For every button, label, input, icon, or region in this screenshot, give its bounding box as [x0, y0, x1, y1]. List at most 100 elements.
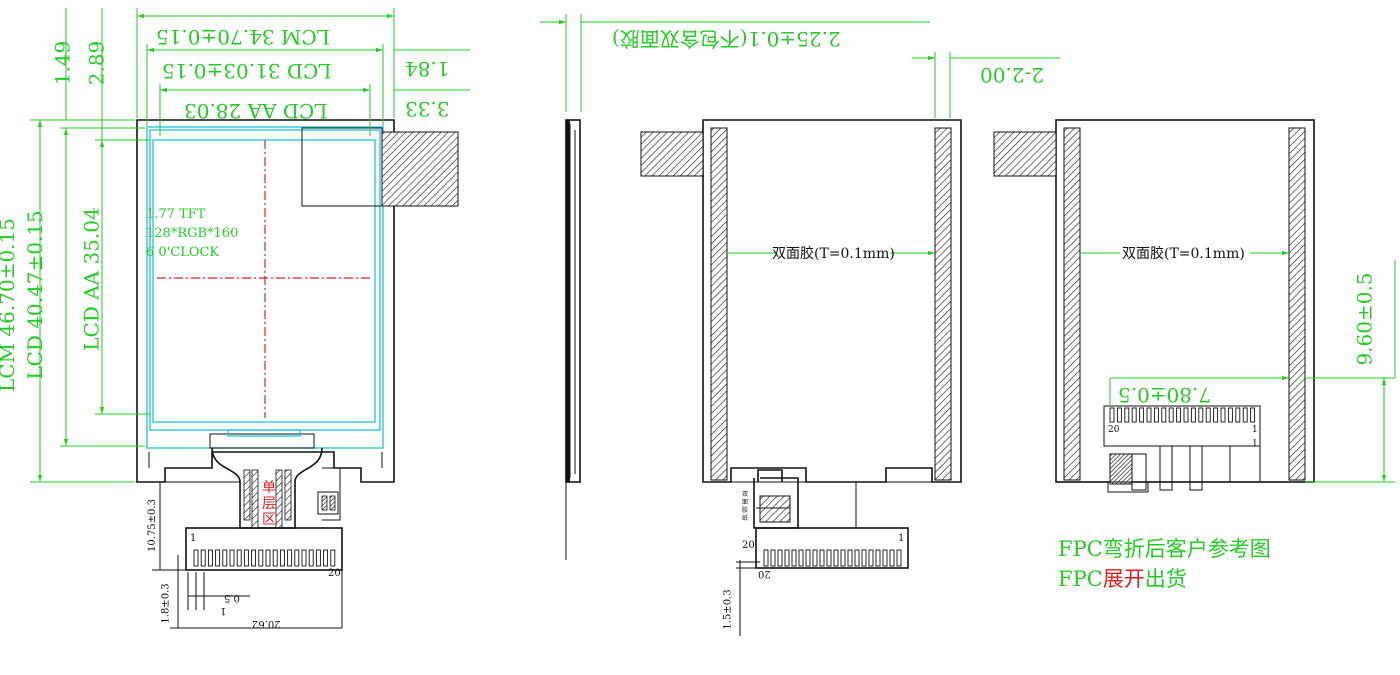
dim-fpc-20-62: 20.62 — [252, 618, 281, 629]
fpc-connector — [185, 527, 343, 571]
single-layer-label-2: 层 — [262, 496, 276, 512]
back-view-bent: 双面胶(T=0.1mm) 双 面 胶 纸 20 1 20 1.5±0.3 — [640, 119, 962, 636]
connector-pin — [301, 549, 307, 567]
single-layer-label-1: 单 — [262, 480, 276, 496]
dim-fpc-10-75: 10.75±0.3 — [147, 499, 158, 552]
pin-1-label-d: 1 — [1252, 439, 1258, 449]
tape-label-2: 双面胶(T=0.1mm) — [1122, 245, 1245, 262]
connector-pin — [229, 549, 235, 567]
dim-lcm-height: LCM 46.70±0.15 — [0, 218, 19, 392]
screen-text-3: 6 0'CLOCK — [146, 245, 219, 260]
dim-1-49: 1.49 — [50, 41, 74, 86]
screen-text-2: 128*RGB*160 — [146, 226, 238, 241]
connector-pin — [847, 549, 853, 567]
dim-thickness: 2.25±0.1(不包含双面胶) — [612, 27, 841, 51]
connector-pin — [763, 549, 769, 567]
fpc-pins — [193, 549, 336, 567]
dim-fpc-0-5: 0.5 — [224, 592, 240, 603]
connector-pin — [1168, 407, 1174, 423]
fpc-tab-hatch — [381, 131, 459, 207]
connector-pin — [1220, 407, 1226, 423]
connector-pin — [1205, 407, 1211, 423]
front-dimensions: LCM 34.70±0.15 LCD 31.03±0.15 LCD AA 28.… — [0, 8, 470, 629]
fpc-pins-unfolded — [1109, 407, 1256, 423]
connector-pin — [1139, 407, 1145, 423]
pin-20-label-d: 20 — [1108, 425, 1120, 435]
pin-1-label-c: 1 — [1252, 425, 1258, 435]
connector-pin — [854, 549, 860, 567]
connector-pin — [812, 549, 818, 567]
note-fpc-highlight: 展开 — [1103, 567, 1145, 591]
back-view-unfolded: 双面胶(T=0.1mm) 20 1 1 9.60±0.5 7.80±0.5 — [993, 119, 1396, 493]
connector-pin — [1213, 407, 1219, 423]
pin-1-label: 1 — [190, 533, 196, 544]
connector-pin — [279, 549, 285, 567]
connector-pin — [868, 549, 874, 567]
dim-7-80: 7.80±0.5 — [1118, 383, 1211, 407]
connector-pin — [1176, 407, 1182, 423]
connector-pin — [265, 549, 271, 567]
pin-20-label: 20 — [328, 568, 341, 579]
connector-pin — [1242, 407, 1248, 423]
connector-pin — [826, 549, 832, 567]
connector-pin — [1250, 407, 1256, 423]
pin-20-label-c: 20 — [758, 568, 771, 579]
note-fpc-prefix: FPC — [1058, 567, 1103, 591]
note-fpc-suffix: 出货 — [1145, 567, 1187, 591]
tape-small-4: 纸 — [742, 514, 748, 522]
dim-lcd-aa-height: LCD AA 35.04 — [80, 207, 104, 350]
connector-pin — [294, 549, 300, 567]
connector-pin — [1153, 407, 1159, 423]
connector-pin — [777, 549, 783, 567]
connector-pin — [287, 549, 293, 567]
connector-pin — [193, 549, 199, 567]
connector-pin — [875, 549, 881, 567]
tape-small-2: 面 — [742, 499, 748, 506]
connector-pin — [222, 549, 228, 567]
connector-pin — [330, 549, 336, 567]
tape-label-1: 双面胶(T=0.1mm) — [772, 245, 895, 262]
connector-pin — [1146, 407, 1152, 423]
fpc-connector-bent — [755, 527, 909, 569]
connector-pin — [784, 549, 790, 567]
connector-pin — [896, 549, 902, 567]
connector-pin — [798, 549, 804, 567]
connector-pin — [861, 549, 867, 567]
connector-pin — [272, 549, 278, 567]
single-layer-label-3: 区 — [262, 512, 276, 528]
connector-pin — [805, 549, 811, 567]
connector-pin — [882, 549, 888, 567]
thickness-dimension: 2.25±0.1(不包含双面胶) 2-2.00 — [540, 14, 1060, 118]
connector-pin — [258, 549, 264, 567]
dim-fpc-1: 1 — [220, 605, 226, 616]
connector-pin — [1227, 407, 1233, 423]
screen-text-1: 1.77 TFT — [146, 207, 206, 222]
connector-pin — [1109, 407, 1115, 423]
note-fpc-unfolded: FPC展开出货 — [1058, 567, 1187, 591]
connector-pin — [308, 549, 314, 567]
connector-pin — [315, 549, 321, 567]
connector-pin — [236, 549, 242, 567]
connector-pin — [1183, 407, 1189, 423]
dim-lcm-width: LCM 34.70±0.15 — [156, 25, 330, 49]
lcd-active-area — [152, 139, 376, 423]
dim-1-84: 1.84 — [405, 57, 450, 81]
connector-pin — [200, 549, 206, 567]
connector-pin — [207, 549, 213, 567]
connector-pin — [770, 549, 776, 567]
connector-pin — [1198, 407, 1204, 423]
connector-pin — [889, 549, 895, 567]
connector-pin — [819, 549, 825, 567]
side-view — [565, 119, 581, 560]
connector-pin — [323, 549, 329, 567]
connector-pin — [1116, 407, 1122, 423]
dim-fpc-1-5: 1.5±0.3 — [723, 589, 734, 629]
connector-pin — [215, 549, 221, 567]
dim-3-33: 3.33 — [405, 97, 450, 121]
tape-small-3: 胶 — [742, 506, 748, 514]
dim-lcd-aa-width: LCD AA 28.03 — [184, 99, 327, 123]
connector-pin — [1124, 407, 1130, 423]
dim-lcd-height: LCD 40.47±0.15 — [23, 210, 47, 380]
connector-pin — [1190, 407, 1196, 423]
